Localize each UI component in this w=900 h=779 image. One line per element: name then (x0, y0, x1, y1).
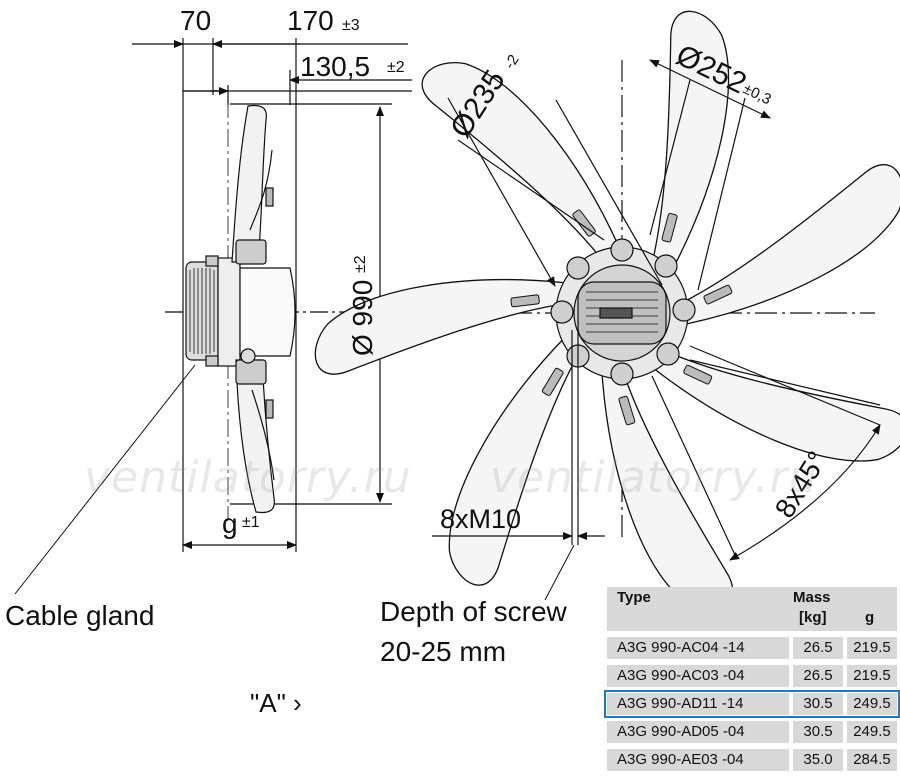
side-view (14, 38, 412, 595)
view-a-label: "A" › (250, 688, 302, 718)
cell-mass: 26.5 (793, 665, 843, 687)
dim-990-tol: ±2 (352, 255, 369, 273)
dim-g: g (222, 508, 238, 539)
depth-of-screw-label: Depth of screw (380, 596, 567, 627)
cell-g: 219.5 (847, 637, 897, 659)
cable-gland-label: Cable gland (5, 600, 155, 631)
screw-8xm10: 8xM10 (440, 504, 521, 534)
dim-170-tol: ±3 (342, 17, 360, 34)
depth-of-screw-value: 20-25 mm (380, 636, 507, 667)
cell-type: A3G 990-AE03 -04 (607, 749, 789, 771)
watermark-right: ventilatorry.ru (490, 452, 818, 503)
dim-990: Ø 990 (347, 280, 378, 356)
dim-130-5-tol: ±2 (387, 59, 405, 76)
dim-252-tol: ±0,3 (740, 80, 774, 108)
cell-mass: 30.5 (793, 693, 843, 715)
dim-130-5: 130,5 (300, 51, 370, 82)
cell-mass: 35.0 (793, 749, 843, 771)
dim-70: 70 (180, 5, 211, 36)
cell-mass: 26.5 (793, 637, 843, 659)
dim-235-tol: -2 (501, 52, 523, 72)
cell-type: A3G 990-AC04 -14 (607, 637, 789, 659)
col-type: Type (617, 589, 651, 606)
cell-g: 249.5 (847, 693, 897, 715)
col-mass-unit: [kg] (799, 609, 827, 626)
watermark-left: ventilatorry.ru (84, 452, 412, 503)
cell-g: 219.5 (847, 665, 897, 687)
cell-type: A3G 990-AC03 -04 (607, 665, 789, 687)
cell-type: A3G 990-AD11 -14 (607, 693, 789, 715)
front-view (311, 3, 900, 613)
table-header: Type Mass [kg] g (607, 587, 897, 631)
cell-type: A3G 990-AD05 -04 (607, 721, 789, 743)
dim-170: 170 (287, 5, 334, 36)
cell-mass: 30.5 (793, 721, 843, 743)
cell-g: 284.5 (847, 749, 897, 771)
cell-g: 249.5 (847, 721, 897, 743)
col-mass: Mass (793, 589, 831, 606)
dim-g-tol: ±1 (242, 514, 260, 531)
col-g: g (865, 609, 875, 626)
